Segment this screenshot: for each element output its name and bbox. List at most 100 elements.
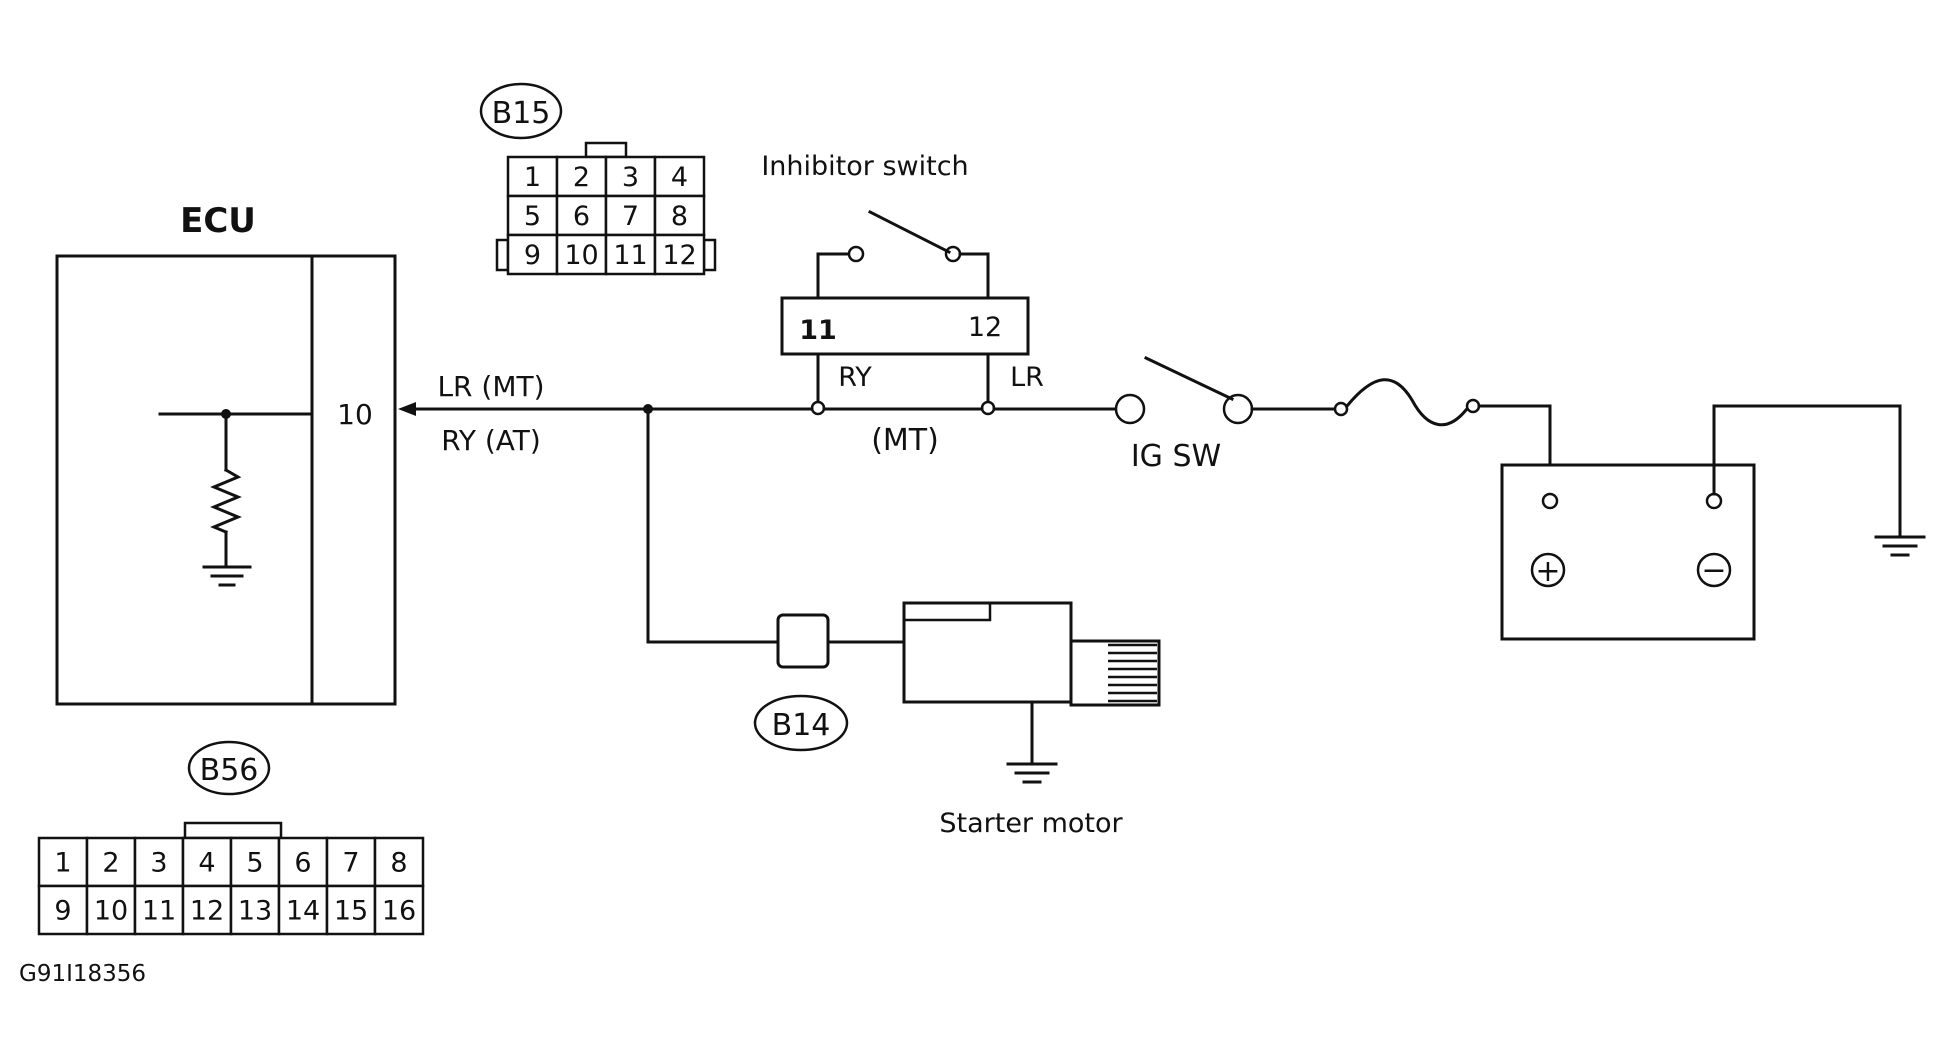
inhibitor-terminal-left [810,400,826,416]
b56-pin-number: 9 [54,896,71,927]
b15-pin-cell [555,233,608,276]
connector-b14-body [776,613,830,669]
battery-terminal-plus [1541,492,1559,510]
b56-pin-cell [133,884,185,936]
b56-pin-cell [373,884,425,936]
b56-pin-number: 4 [198,848,215,879]
inhibitor-terminal-right [980,400,996,416]
b56-pin-number: 14 [286,896,320,927]
ecu-title: ECU [180,201,256,241]
fuse-icon [1344,378,1469,427]
inhibitor-contact-left [847,245,865,263]
b56-pin-cell [85,884,137,936]
wire-label-lr: LR [1010,362,1044,393]
b56-pin-number: 16 [382,896,416,927]
b56-pin-cell [37,836,89,888]
fuse-terminal-right [1465,398,1481,414]
b15-side-tab-left [495,238,510,272]
b15-pin-number: 8 [671,201,688,232]
battery-plus-icon [1530,552,1566,588]
b56-pin-number: 12 [190,896,224,927]
starter-branch: B14 Starter motor [646,407,1161,839]
b15-pin-number: 10 [564,240,598,271]
ig-sw-label: IG SW [1131,439,1221,474]
b15-pin-number: 12 [662,240,696,271]
b56-pin-number: 1 [54,848,71,879]
b56-pin-number: 15 [334,896,368,927]
b56-pin-cell [373,836,425,888]
ig-sw-blade [1144,356,1234,401]
b56-pin-number: 13 [238,896,272,927]
b15-pin-number: 1 [524,162,541,193]
inhibitor-switch: Inhibitor switch 11 12 RY LR (MT) [761,151,1044,458]
battery: + − [1500,404,1926,641]
b56-label: B56 [200,753,259,788]
b56-pin-number: 7 [342,848,359,879]
battery-case [1500,463,1756,641]
starter-motor-body [902,601,1073,704]
b14-label-oval [753,694,849,752]
wire-label-ry-at: RY (AT) [441,424,541,457]
starter-motor-label: Starter motor [939,808,1123,839]
b15-side-tab-right [702,238,717,272]
figure-code: G91I18356 [19,961,146,987]
inhibitor-pin-11: 11 [799,315,837,346]
b56-pin-number: 5 [246,848,263,879]
ig-sw-contact-right [1222,393,1254,425]
b56-pin-number: 6 [294,848,311,879]
inhibitor-contact-right [944,245,962,263]
ecu-pin-10: 10 [337,398,373,431]
b15-pin-number: 4 [671,162,688,193]
resistor-icon [210,467,242,534]
wire-label-ry: RY [838,362,872,393]
inhibitor-switch-label: Inhibitor switch [761,151,968,182]
b56-pin-number: 10 [94,896,128,927]
b56-pin-number: 3 [150,848,167,879]
inhibitor-right-lead [958,252,990,300]
b15-pin-number: 5 [524,201,541,232]
b15-pin-cell [604,233,657,276]
ig-sw-contact-left [1114,393,1146,425]
ignition-switch: IG SW [1114,356,1337,474]
b15-pin-cell [653,233,706,276]
b56-latch [183,821,283,840]
b15-pin-number: 2 [573,162,590,193]
wire-junction-to-b14 [646,407,780,644]
b15-latch [584,141,628,159]
b56-pin-number: 2 [102,848,119,879]
mt-note: (MT) [871,423,939,458]
ecu-block: ECU 10 [55,201,397,706]
ecu-housing [55,254,397,706]
inhibitor-connector-block [780,296,1030,356]
b56-pin-cell [181,836,233,888]
wire-label-lr-mt: LR (MT) [437,370,544,403]
b15-label-oval [479,82,563,140]
battery-ground-icon [1874,535,1926,557]
b56-pin-number: 8 [390,848,407,879]
battery-terminal-minus [1705,492,1723,510]
inhibitor-pin-12: 12 [968,312,1002,343]
battery-minus-sign: − [1701,553,1726,588]
starter-solenoid-outline [904,603,992,622]
b15-pin-number: 3 [622,162,639,193]
starter-gear-icon [1108,643,1157,703]
b56-pin-cell [37,884,89,936]
b56-pin-number: 11 [142,896,176,927]
main-signal-wire: LR (MT) RY (AT) [398,370,1116,457]
starter-pinion-housing [1069,639,1161,707]
wire-battery-minus-to-ground [1712,404,1902,536]
ecu-ground-icon [202,565,252,587]
battery-minus-icon [1696,552,1732,588]
battery-plus-sign: + [1535,554,1560,589]
b14-label: B14 [772,708,831,743]
arrow-into-ecu-icon [398,402,416,416]
starter-ground-icon [1006,762,1058,784]
inhibitor-left-lead [816,252,852,300]
b15-pin-number: 7 [622,201,639,232]
b15-pin-number: 9 [524,240,541,271]
fuse-terminal-left [1333,401,1349,417]
